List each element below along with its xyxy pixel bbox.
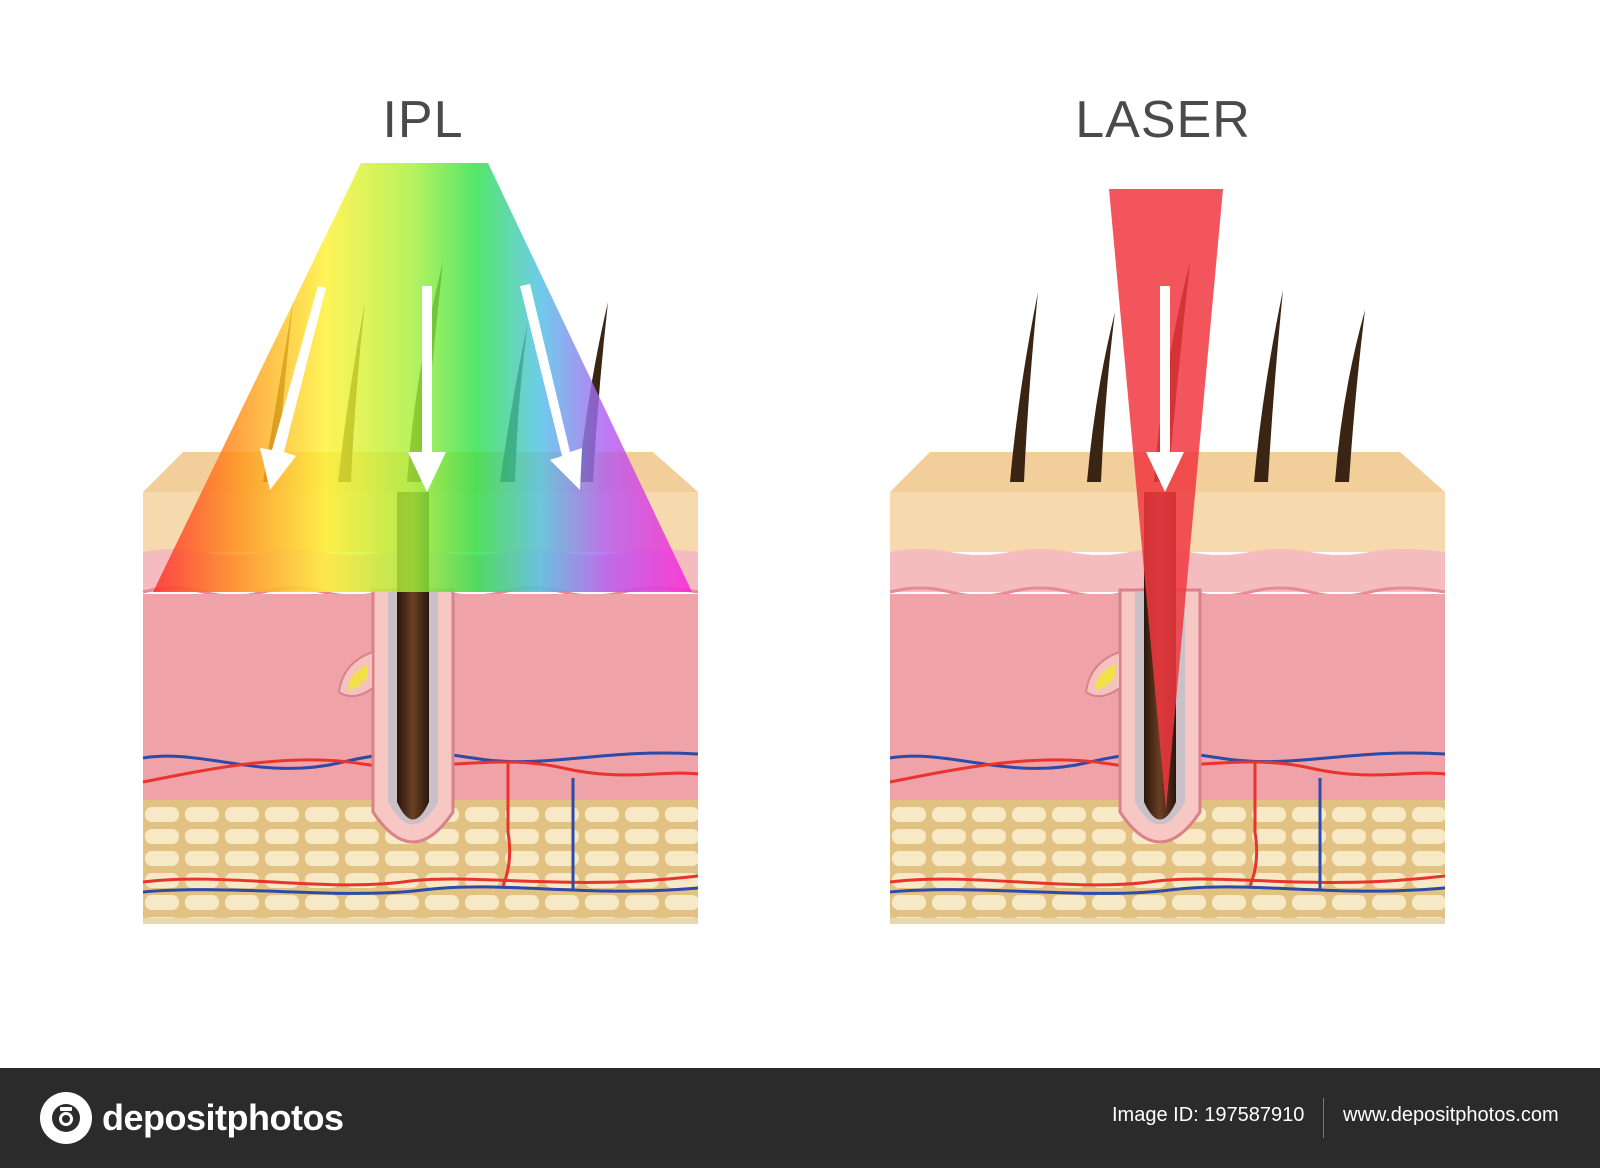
image-id-value: 197587910 — [1204, 1104, 1304, 1126]
ipl-title: IPL — [273, 90, 573, 150]
diagram-stage: IPL LASER — [0, 0, 1600, 1068]
footer-divider — [1323, 1098, 1324, 1138]
image-id-label: Image ID: — [1112, 1104, 1199, 1126]
camera-icon — [40, 1092, 92, 1144]
footer-bar: depositphotos Image ID: 197587910 www.de… — [0, 1068, 1600, 1168]
image-id: Image ID: 197587910 — [1112, 1104, 1304, 1127]
brand-logo[interactable]: depositphotos — [40, 1092, 343, 1144]
diagram-svg — [0, 0, 1600, 1068]
site-link[interactable]: www.depositphotos.com — [1343, 1104, 1559, 1127]
brand-name: depositphotos — [102, 1097, 343, 1139]
laser-title: LASER — [1013, 90, 1313, 150]
